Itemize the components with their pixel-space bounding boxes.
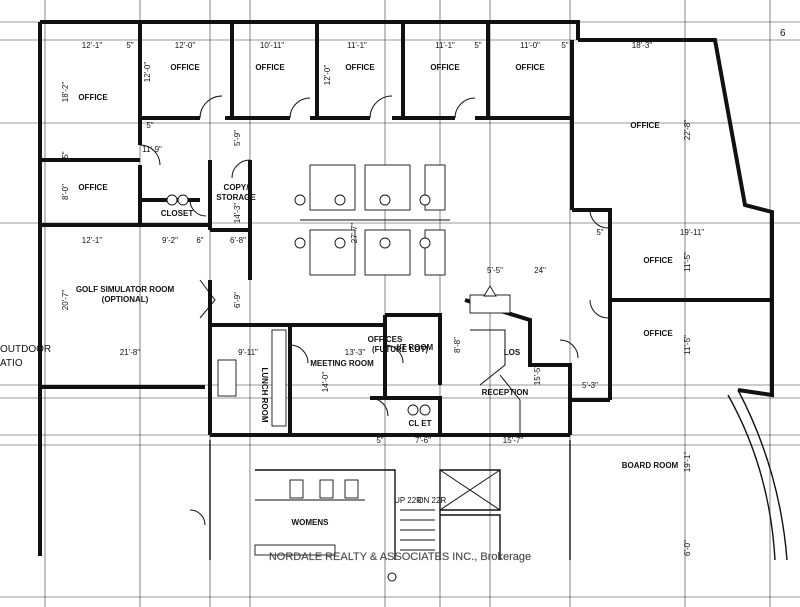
stairs (400, 469, 501, 551)
dimension-labels: 12'-1" 5" 12'-0" 10'-11" 11'-1" 11'-1" 5… (61, 41, 704, 556)
walls (38, 20, 788, 561)
dimension-label: 11'-5" (683, 252, 692, 272)
room-label-office-3: OFFICE (345, 63, 375, 72)
dimension-label: 27'-7" (350, 223, 359, 244)
dimension-label: 5'-9" (233, 130, 242, 146)
room-label-closet-left: CLOSET (161, 209, 194, 218)
dimension-label: 5'-3" (582, 381, 598, 390)
outdoor-label-line1: OUTDOOR (0, 344, 51, 355)
dimension-label: 12'-1" (82, 236, 103, 245)
room-label-office-corner: OFFICE (630, 121, 660, 130)
dimension-label: 5" (61, 151, 70, 158)
dimension-label: 9'-2" (162, 236, 178, 245)
dimension-label: 13'-3" (345, 348, 366, 357)
marker-circle (387, 572, 397, 582)
room-label-office-2: OFFICE (255, 63, 285, 72)
doors (139, 95, 609, 526)
dimension-label: 5" (596, 228, 603, 237)
room-label-reception: RECEPTION (482, 388, 529, 397)
dimension-label: 5" (561, 41, 568, 50)
room-label-closet-mid: CL ET (409, 419, 432, 428)
room-labels: OFFICE OFFICE OFFICE OFFICE OFFICE OFFIC… (76, 63, 679, 527)
workstation-cluster (294, 164, 450, 276)
room-label-copy-line1: COPY/ (224, 183, 250, 192)
dimension-label: 24" (534, 266, 546, 275)
room-label-offices-line1: OFFICES (368, 335, 403, 344)
dimension-label: 5" (376, 436, 383, 445)
dimension-label: 12'-0" (175, 41, 196, 50)
dimension-label: 12'-0" (323, 65, 332, 86)
room-label-office-left-lower: OFFICE (78, 183, 108, 192)
dimension-label: 11'-1" (347, 41, 367, 50)
room-label-golf-line1: GOLF SIMULATOR ROOM (76, 285, 175, 294)
dimension-label: 10'-11" (260, 41, 284, 50)
dimension-label: 9'-11" (238, 348, 258, 357)
dimension-label: 21'-8" (120, 348, 141, 357)
dimension-label: 11'-5" (683, 335, 692, 355)
dimension-label: 7'-6" (415, 436, 431, 445)
room-label-los: LOS (504, 348, 521, 357)
dimension-label: 11'-0" (520, 41, 540, 50)
room-label-office-left-upper: OFFICE (78, 93, 108, 102)
dimension-label: 15'-5" (533, 365, 542, 386)
outdoor-label-line2: ATIO (0, 358, 23, 369)
dimension-label: 19'-1" (683, 452, 692, 473)
dimension-label: 11'-9" (142, 145, 162, 154)
room-label-womens: WOMENS (292, 518, 330, 527)
stair-label-down: DN 22R (418, 496, 447, 505)
watermark-text: NORDALE REALTY & ASSOCIATES INC., Broker… (269, 551, 531, 563)
dimension-label: 18'-2" (61, 82, 70, 103)
room-label-office-4: OFFICE (430, 63, 460, 72)
dimension-label: 6'-9" (233, 292, 242, 308)
room-label-meeting: MEETING ROOM (310, 359, 374, 368)
room-label-office-5: OFFICE (515, 63, 545, 72)
room-label-board: BOARD ROOM (622, 461, 679, 470)
dimension-label: 12'-0" (143, 62, 152, 83)
dimension-label: 14'-3" (233, 203, 242, 224)
dimension-label: 6" (196, 236, 203, 245)
room-label-offices-line2: (FUTURE LOT) (372, 345, 428, 354)
dimension-label: 11'-1" (435, 41, 455, 50)
room-label-copy-line2: STORAGE (216, 193, 256, 202)
room-label-office-right-1: OFFICE (643, 256, 673, 265)
dimension-label: 15'-7" (503, 436, 524, 445)
dimension-label: 18'-3" (632, 41, 653, 50)
dimension-label: 5'-5" (487, 266, 503, 275)
dimension-label: 5" (146, 121, 153, 130)
dimension-label: 14'-0" (321, 372, 330, 393)
dimension-label: 8'-8" (453, 337, 462, 353)
room-label-office-right-2: OFFICE (643, 329, 673, 338)
dimension-label: 19'-11" (680, 228, 704, 237)
dimension-label: 5" (474, 41, 481, 50)
dimension-label: 6'-0" (683, 540, 692, 556)
dimension-label: 22'-8" (683, 120, 692, 141)
stair-label-up: UP 22R (394, 496, 422, 505)
furniture (217, 285, 521, 435)
dimension-label: 8'-0" (61, 184, 70, 200)
washroom-fixtures (254, 479, 365, 556)
room-label-it-room: I/T ROOM (397, 343, 434, 352)
closet-fixtures (166, 194, 431, 416)
room-label-office-1: OFFICE (170, 63, 200, 72)
grid-label: 6 (780, 28, 786, 39)
dimension-label: 6'-8" (230, 236, 246, 245)
dimension-label: 12'-1" (82, 41, 103, 50)
dimension-label: 5" (126, 41, 133, 50)
room-label-golf-line2: (OPTIONAL) (102, 295, 149, 304)
dimension-label: 20'-7" (61, 290, 70, 311)
room-label-lunch: LUNCH ROOM (260, 367, 269, 422)
